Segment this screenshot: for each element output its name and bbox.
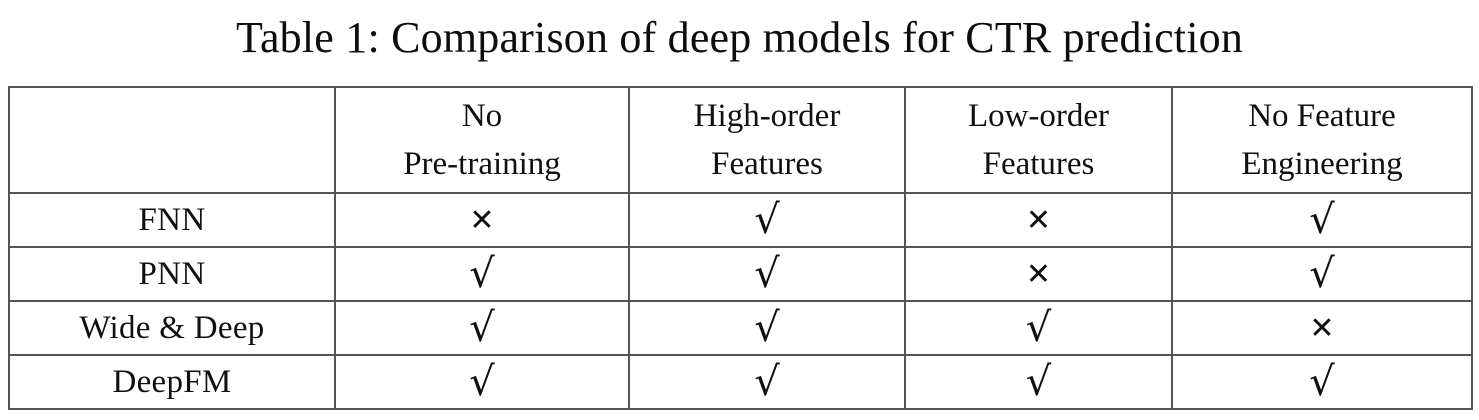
check-icon: √ xyxy=(1309,251,1335,297)
cell-check: √ xyxy=(334,246,630,302)
check-icon: √ xyxy=(469,359,495,405)
column-header-high-order-features: High-order Features xyxy=(628,86,906,194)
cell-cross: ✕ xyxy=(334,192,630,248)
column-header-no-feature-engineering-line1: No Feature xyxy=(1248,98,1396,134)
cell-check: √ xyxy=(628,246,906,302)
check-icon: √ xyxy=(754,359,780,405)
check-icon: √ xyxy=(754,251,780,297)
column-header-low-order-features-line1: Low-order xyxy=(967,98,1110,134)
table-header: No Pre-training High-order Features Low-… xyxy=(8,86,1473,194)
cell-check: √ xyxy=(628,300,906,356)
check-icon: √ xyxy=(1309,197,1335,243)
cell-check: √ xyxy=(904,300,1173,356)
comparison-table-container: No Pre-training High-order Features Low-… xyxy=(8,86,1473,410)
check-icon: √ xyxy=(469,305,495,351)
table-row: DeepFM √ √ √ √ xyxy=(8,354,1473,410)
column-header-no-pre-training: No Pre-training xyxy=(334,86,630,194)
cell-check: √ xyxy=(334,300,630,356)
cross-icon: ✕ xyxy=(469,203,495,238)
cell-check: √ xyxy=(628,354,906,410)
column-header-low-order-features: Low-order Features xyxy=(904,86,1173,194)
check-icon: √ xyxy=(754,197,780,243)
cell-check: √ xyxy=(628,192,906,248)
cell-check: √ xyxy=(1171,192,1473,248)
column-header-no-feature-engineering: No Feature Engineering xyxy=(1171,86,1473,194)
row-label-pnn: PNN xyxy=(8,246,336,302)
table-row: Wide & Deep √ √ √ ✕ xyxy=(8,300,1473,356)
cross-icon: ✕ xyxy=(1025,203,1052,238)
check-icon: √ xyxy=(1025,305,1052,351)
model-comparison-table: No Pre-training High-order Features Low-… xyxy=(8,86,1473,410)
table-row: FNN ✕ √ ✕ √ xyxy=(8,192,1473,248)
cell-check: √ xyxy=(1171,354,1473,410)
cell-cross: ✕ xyxy=(904,192,1173,248)
cell-cross: ✕ xyxy=(904,246,1173,302)
check-icon: √ xyxy=(469,251,495,297)
check-icon: √ xyxy=(1309,359,1335,405)
table-body: FNN ✕ √ ✕ √ PNN √ √ ✕ √ Wide & Deep √ √ √ ✕ DeepFM √ √ √ √ xyxy=(8,192,1473,410)
cell-check: √ xyxy=(334,354,630,410)
column-header-low-order-features-line2: Features xyxy=(982,146,1095,182)
row-label-fnn: FNN xyxy=(8,192,336,248)
check-icon: √ xyxy=(1025,359,1052,405)
cell-cross: ✕ xyxy=(1171,300,1473,356)
column-header-no-pre-training-line2: Pre-training xyxy=(403,146,561,182)
cell-check: √ xyxy=(1171,246,1473,302)
row-label-deepfm: DeepFM xyxy=(8,354,336,410)
cell-check: √ xyxy=(904,354,1173,410)
cross-icon: ✕ xyxy=(1025,257,1052,292)
column-header-blank xyxy=(8,86,336,194)
cross-icon: ✕ xyxy=(1309,311,1335,346)
table-row: PNN √ √ ✕ √ xyxy=(8,246,1473,302)
column-header-no-feature-engineering-line2: Engineering xyxy=(1241,146,1403,182)
column-header-no-pre-training-line1: No xyxy=(461,98,503,134)
table-header-row: No Pre-training High-order Features Low-… xyxy=(8,86,1473,194)
check-icon: √ xyxy=(754,305,780,351)
column-header-high-order-features-line2: Features xyxy=(711,146,823,182)
column-header-high-order-features-line1: High-order xyxy=(693,98,841,134)
table-caption: Table 1: Comparison of deep models for C… xyxy=(235,13,1244,62)
row-label-wide-deep: Wide & Deep xyxy=(8,300,336,356)
